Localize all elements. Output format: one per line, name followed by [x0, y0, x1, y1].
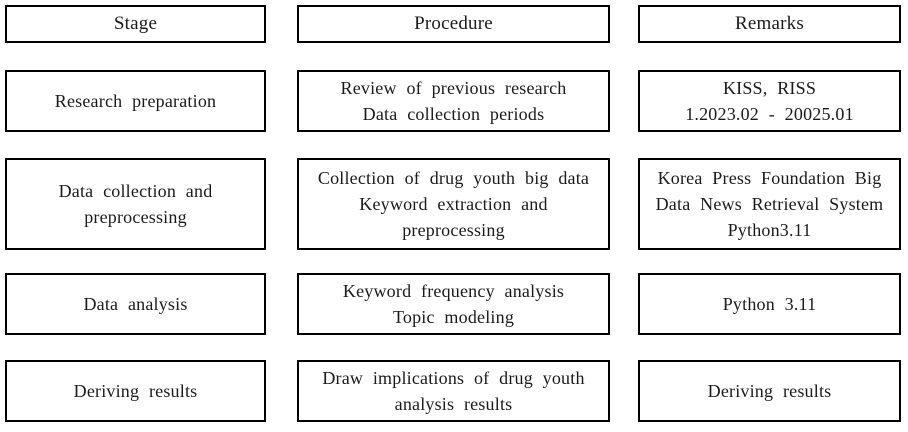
remarks-box-row2: Korea Press Foundation Big Data News Ret… [638, 158, 901, 250]
procedure-box-row2: Collection of drug youth big data Keywor… [297, 158, 610, 250]
procedure-box-row4: Draw implications of drug youth analysis… [297, 360, 610, 422]
remarks-text-row4: Deriving results [707, 381, 832, 401]
procedure-text-row1: Review of previous research Data collect… [340, 78, 567, 124]
remarks-text-row1: KISS, RISS 1.2023.02 - 20025.01 [685, 78, 854, 124]
remarks-box-row4: Deriving results [638, 360, 901, 422]
remarks-box-row3: Python 3.11 [638, 273, 901, 335]
procedure-text-row4: Draw implications of drug youth analysis… [322, 368, 585, 414]
procedure-box-row1: Review of previous research Data collect… [297, 70, 610, 132]
stage-text-row2: Data collection and preprocessing [58, 181, 213, 227]
stage-text-row3: Data analysis [83, 294, 188, 314]
procedure-box-row3: Keyword frequency analysis Topic modelin… [297, 273, 610, 335]
stage-text-row1: Research preparation [54, 91, 217, 111]
remarks-box-row1: KISS, RISS 1.2023.02 - 20025.01 [638, 70, 901, 132]
procedure-text-row3: Keyword frequency analysis Topic modelin… [342, 281, 565, 327]
stage-text-row4: Deriving results [73, 381, 198, 401]
stage-box-row3: Data analysis [5, 273, 266, 335]
remarks-text-row2: Korea Press Foundation Big Data News Ret… [655, 168, 884, 240]
column-header-procedure-label: Procedure [414, 13, 493, 34]
stage-box-row2: Data collection and preprocessing [5, 158, 266, 250]
stage-box-row1: Research preparation [5, 70, 266, 132]
procedure-text-row2: Collection of drug youth big data Keywor… [317, 168, 590, 240]
column-header-stage: Stage [5, 5, 266, 43]
column-header-remarks: Remarks [638, 5, 901, 43]
column-header-remarks-label: Remarks [735, 13, 804, 34]
column-header-procedure: Procedure [297, 5, 610, 43]
column-header-stage-label: Stage [113, 13, 158, 34]
remarks-text-row3: Python 3.11 [722, 294, 817, 314]
stage-box-row4: Deriving results [5, 360, 266, 422]
